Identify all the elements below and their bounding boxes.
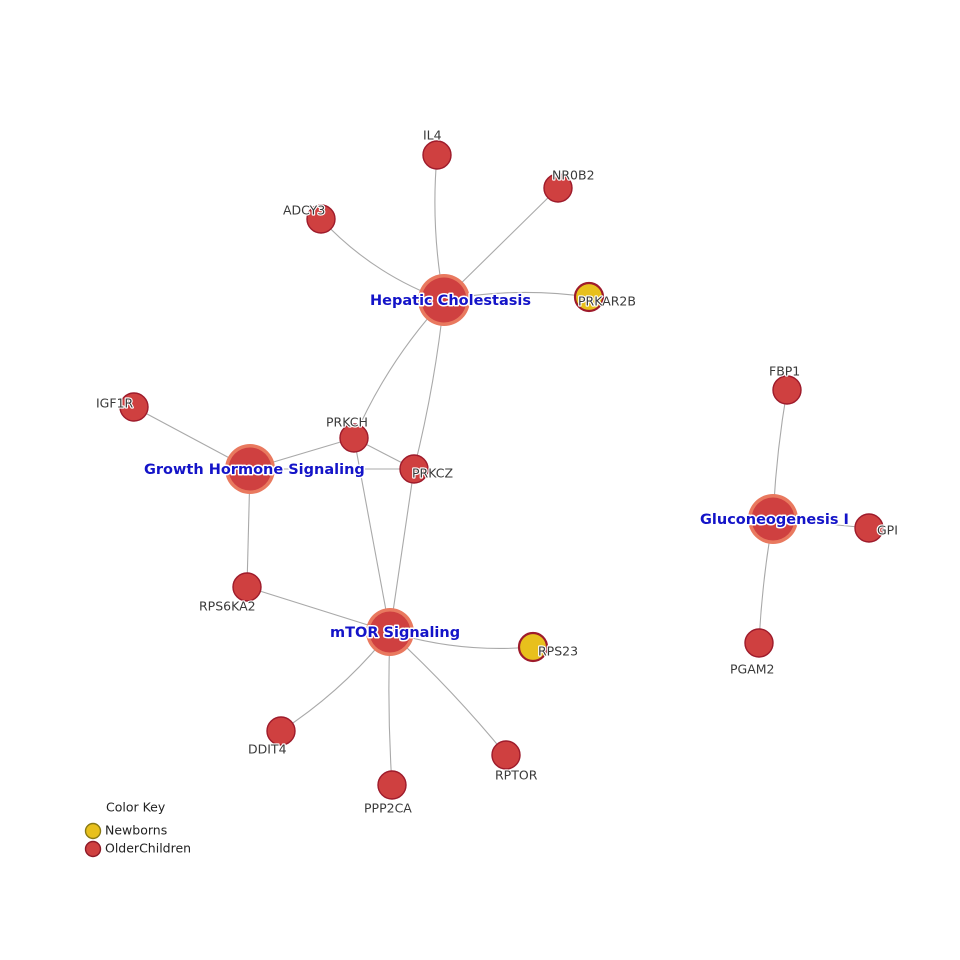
gene-node-prkar2b[interactable] [573, 281, 605, 313]
edge-mtor_signaling-rptor [389, 631, 507, 756]
gene-node-nr0b2[interactable] [543, 173, 573, 203]
legend-older-children-swatch [84, 840, 102, 858]
legend-title: Color Key [106, 800, 166, 815]
edge-prkch-mtor_signaling [353, 437, 391, 633]
pathway-node-growth_hormone_signaling[interactable] [228, 447, 272, 491]
legend-newborn-swatch [84, 822, 102, 840]
gene-label-rps23: RPS23 [538, 644, 578, 659]
gene-node-rps6ka2[interactable] [232, 572, 262, 602]
legend-item-label-0: Newborns [105, 823, 167, 838]
gene-label-il4: IL4 [423, 128, 442, 143]
gene-node-il4[interactable] [422, 140, 452, 170]
edge-prkcz-mtor_signaling [389, 468, 415, 633]
gene-label-rptor: RPTOR [495, 768, 538, 783]
gene-node-fbp1[interactable] [772, 375, 802, 405]
gene-node-prkcz[interactable] [399, 454, 429, 484]
gene-node-gpi[interactable] [854, 513, 884, 543]
gene-node-ppp2ca[interactable] [377, 770, 407, 800]
gene-node-adcy3[interactable] [306, 204, 336, 234]
gene-label-igf1r: IGF1R [96, 396, 134, 411]
gene-label-rps6ka2: RPS6KA2 [199, 599, 256, 614]
gene-node-igf1r[interactable] [119, 392, 149, 422]
gene-node-ddit4[interactable] [266, 716, 296, 746]
pathway-node-mtor_signaling[interactable] [369, 611, 411, 653]
nodes-layer [119, 140, 884, 800]
pathway-label-hepatic_cholestasis: Hepatic Cholestasis [370, 293, 531, 309]
pathway-label-mtor_signaling: mTOR Signaling [330, 625, 460, 641]
gene-label-prkar2b: PRKAR2B [578, 294, 636, 309]
gene-label-ppp2ca: PPP2CA [364, 801, 412, 816]
gene-node-prkch[interactable] [339, 423, 369, 453]
gene-label-gpi: GPI [877, 523, 898, 538]
gene-node-rptor[interactable] [491, 740, 521, 770]
gene-node-rps23[interactable] [517, 631, 549, 663]
pathway-node-gluconeogenesis_i[interactable] [751, 497, 795, 541]
gene-node-pgam2[interactable] [744, 628, 774, 658]
gene-label-prkch: PRKCH [326, 415, 368, 430]
pathway-label-growth_hormone_signaling: Growth Hormone Signaling [144, 462, 365, 478]
gene-label-ddit4: DDIT4 [248, 742, 287, 757]
gene-label-nr0b2: NR0B2 [552, 168, 595, 183]
pathway-node-hepatic_cholestasis[interactable] [421, 277, 467, 323]
gene-label-fbp1: FBP1 [769, 364, 800, 379]
gene-label-pgam2: PGAM2 [730, 662, 775, 677]
legend-item-label-1: OlderChildren [105, 841, 191, 856]
gene-label-prkcz: PRKCZ [412, 466, 453, 481]
gene-label-adcy3: ADCY3 [283, 203, 325, 218]
pathway-label-gluconeogenesis_i: Gluconeogenesis I [700, 512, 849, 528]
